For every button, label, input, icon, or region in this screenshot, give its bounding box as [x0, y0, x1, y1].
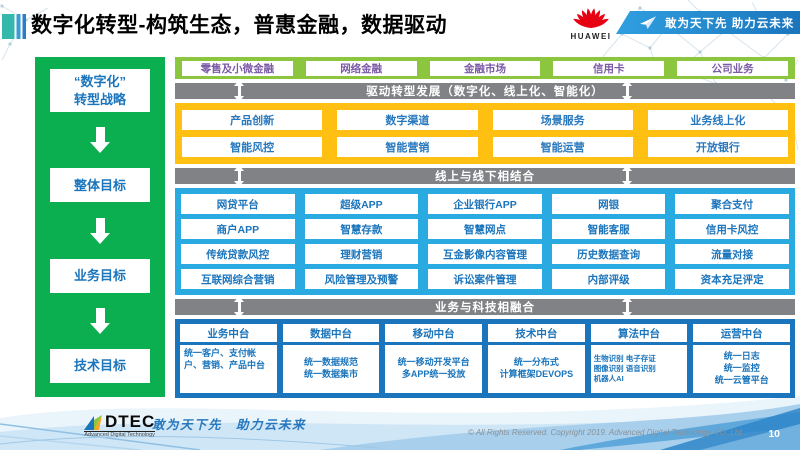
up-down-arrow-icon	[233, 165, 245, 187]
bar-online-offline: 线上与线下相结合	[175, 165, 795, 187]
down-arrow-icon	[90, 307, 110, 334]
bar-tech-fusion: 业务与科技相融合	[175, 296, 795, 318]
business-line-box: 公司业务	[677, 60, 788, 76]
huawei-logo: HUAWEI	[568, 3, 614, 41]
platform-row: 传统贷款风控 理财营销 互金影像内容管理 历史数据查询 流量对接	[181, 244, 789, 264]
adtec-mark-icon	[84, 415, 102, 430]
digital-box: 智能运营	[492, 137, 633, 157]
page-number: 10	[768, 428, 780, 440]
middle-platform-col: 算法中台 生物识别 电子存证 图像识别 语音识别 机器人AI	[590, 324, 688, 393]
sidebar-box-strategy: “数字化” 转型战略	[50, 69, 150, 113]
middle-platform-title: 算法中台	[590, 324, 688, 342]
digital-row: 智能风控 智能营销 智能运营 开放银行	[182, 137, 788, 157]
sidebar-box-business-goal: 业务目标	[50, 258, 150, 293]
platform-box: 流量对接	[675, 244, 789, 264]
middle-platform-desc: 统一日志 统一监控 统一云管平台	[693, 345, 791, 393]
page-title: 数字化转型-构筑生态，普惠金融，数据驱动	[31, 14, 447, 37]
down-arrow-icon	[90, 127, 110, 154]
middle-platform-desc: 生物识别 电子存证 图像识别 语音识别 机器人AI	[590, 345, 688, 393]
platform-box: 企业银行APP	[428, 194, 542, 214]
main-diagram: 零售及小微金融 网络金融 金融市场 信用卡 公司业务 驱动转型发展（数字化、线上…	[175, 57, 795, 398]
platform-box: 聚合支付	[675, 194, 789, 214]
platform-row: 商户APP 智慧存款 智慧网点 智能客服 信用卡风控	[181, 219, 789, 239]
middle-platform-desc: 统一移动开发平台 多APP统一投放	[385, 345, 483, 393]
down-arrow-icon	[90, 217, 110, 244]
slogan-banner: 敢为天下先 助力云未来	[616, 11, 800, 34]
middle-platform-col: 技术中台 统一分布式 计算框架DEVOPS	[488, 324, 585, 393]
strategy-sidebar: “数字化” 转型战略 整体目标 业务目标 技术目标	[35, 57, 165, 397]
platform-box: 超级APP	[304, 194, 419, 214]
platform-box: 互金影像内容管理	[428, 244, 542, 264]
sidebar-box-overall-goal: 整体目标	[50, 168, 150, 203]
platform-box: 智慧存款	[304, 219, 419, 239]
adtec-logo: DTEC Advanced Digital Technology	[84, 412, 156, 438]
sidebar-box-tech-goal: 技术目标	[50, 348, 150, 383]
huawei-wordmark: HUAWEI	[570, 32, 612, 41]
up-down-arrow-icon	[233, 296, 245, 318]
bar-tech-fusion-label: 业务与科技相融合	[435, 302, 535, 314]
middle-platform-col: 运营中台 统一日志 统一监控 统一云管平台	[693, 324, 791, 393]
digital-box: 产品创新	[182, 110, 323, 130]
middle-platform-title: 技术中台	[488, 324, 585, 342]
digital-row: 产品创新 数字渠道 场景服务 业务线上化	[182, 110, 788, 130]
digital-box: 开放银行	[647, 137, 788, 157]
up-down-arrow-icon	[621, 296, 633, 318]
middle-platform-title: 移动中台	[385, 324, 483, 342]
footer-slogan: 敢为天下先 助力云未来	[152, 418, 307, 432]
middle-platform-title: 业务中台	[180, 324, 277, 342]
paper-plane-icon	[640, 15, 657, 29]
business-line-box: 零售及小微金融	[182, 60, 293, 76]
platform-row: 网贷平台 超级APP 企业银行APP 网银 聚合支付	[181, 194, 789, 214]
platform-box: 理财营销	[304, 244, 419, 264]
huawei-flower-icon	[572, 7, 610, 31]
digital-box: 业务线上化	[647, 110, 788, 130]
platform-box: 商户APP	[181, 219, 295, 239]
digital-box: 智能营销	[337, 137, 478, 157]
digital-box: 数字渠道	[337, 110, 478, 130]
bar-drive-transform: 驱动转型发展（数字化、线上化、智能化）	[175, 80, 795, 102]
bar-drive-label: 驱动转型发展（数字化、线上化、智能化）	[366, 86, 604, 98]
platform-box: 智慧网点	[428, 219, 542, 239]
platform-box: 风险管理及预警	[304, 269, 419, 289]
adtec-wordmark: DTEC	[105, 412, 156, 431]
middle-platform-desc: 统一分布式 计算框架DEVOPS	[488, 345, 585, 393]
middle-platform-col: 移动中台 统一移动开发平台 多APP统一投放	[385, 324, 483, 393]
digital-box: 智能风控	[182, 137, 323, 157]
middle-platform-title: 数据中台	[282, 324, 380, 342]
platform-box: 资本充足评定	[675, 269, 789, 289]
platform-box: 历史数据查询	[551, 244, 666, 264]
platform-box: 内部评级	[551, 269, 666, 289]
middle-platform-title: 运营中台	[693, 324, 791, 342]
up-down-arrow-icon	[621, 165, 633, 187]
up-down-arrow-icon	[233, 80, 245, 102]
platform-box: 诉讼案件管理	[428, 269, 542, 289]
copyright-text: © All Rights Reserved. Copyright 2019. A…	[468, 428, 742, 437]
banner-slogan-text: 敢为天下先 助力云未来	[665, 17, 795, 30]
platform-box: 互联网综合营销	[181, 269, 295, 289]
platform-band: 网贷平台 超级APP 企业银行APP 网银 聚合支付 商户APP 智慧存款 智慧…	[175, 188, 795, 295]
up-down-arrow-icon	[621, 80, 633, 102]
platform-box: 信用卡风控	[675, 219, 789, 239]
adtec-subtitle: Advanced Digital Technology	[84, 431, 156, 438]
digital-box: 场景服务	[492, 110, 633, 130]
platform-box: 智能客服	[551, 219, 666, 239]
middle-platform-desc: 统一客户、支付帐户、营销、产品中台	[180, 345, 277, 393]
business-line-box: 信用卡	[553, 60, 665, 76]
business-line-box: 金融市场	[429, 60, 541, 76]
middle-platform-desc: 统一数据规范 统一数据集市	[282, 345, 380, 393]
platform-box: 网银	[551, 194, 666, 214]
middle-platform-col: 数据中台 统一数据规范 统一数据集市	[282, 324, 380, 393]
digital-capability-band: 产品创新 数字渠道 场景服务 业务线上化 智能风控 智能营销 智能运营 开放银行	[175, 103, 795, 164]
business-line-box: 网络金融	[305, 60, 417, 76]
platform-row: 互联网综合营销 风险管理及预警 诉讼案件管理 内部评级 资本充足评定	[181, 269, 789, 289]
business-lines-band: 零售及小微金融 网络金融 金融市场 信用卡 公司业务	[175, 57, 795, 79]
platform-box: 传统贷款风控	[181, 244, 295, 264]
middle-platform-col: 业务中台 统一客户、支付帐户、营销、产品中台	[180, 324, 277, 393]
bar-online-offline-label: 线上与线下相结合	[435, 171, 535, 183]
title-accent-bar	[2, 14, 26, 39]
platform-box: 网贷平台	[181, 194, 295, 214]
middle-platform-band: 业务中台 统一客户、支付帐户、营销、产品中台 数据中台 统一数据规范 统一数据集…	[175, 319, 795, 398]
